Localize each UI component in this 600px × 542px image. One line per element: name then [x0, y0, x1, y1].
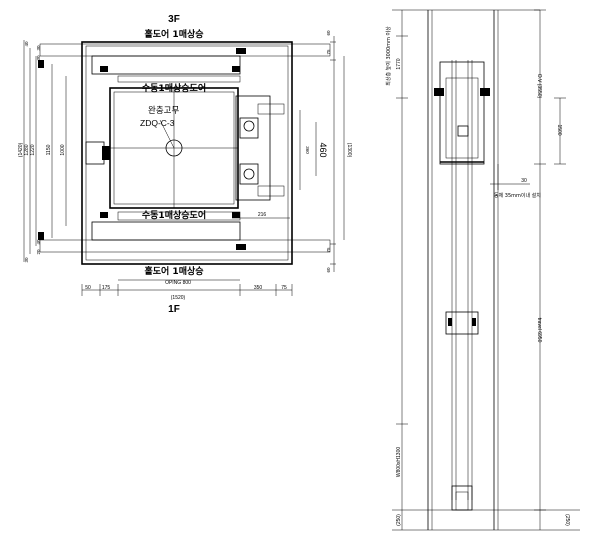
dim-30: 30 [521, 178, 527, 184]
guide-shoe-top [239, 117, 259, 139]
top-rope-hitch [457, 125, 469, 137]
left-dim-5: 1000 [60, 144, 66, 155]
right-small-1: 60 [326, 30, 331, 36]
dim-460: 460 [318, 142, 328, 157]
floor-top-label: 3F [168, 14, 180, 25]
travel-label: travel 6950 [536, 318, 542, 343]
right-small-3: 75 [326, 247, 331, 253]
dim-bottom-right: 75 [281, 285, 287, 291]
guide-shoe-bottom [239, 163, 259, 185]
left-small-3: 30 [36, 55, 41, 61]
stopper-note: 동체 35mm이내 설치 [494, 192, 541, 199]
car-frame-top [439, 61, 485, 165]
motor-block [102, 146, 110, 160]
bottom-left-bracket [100, 212, 108, 218]
top-shoe-left [434, 88, 444, 96]
buffer-model: ZDQ-C-3 [140, 118, 175, 128]
top-left-bracket [100, 66, 108, 72]
buffer-leader [159, 119, 175, 149]
dim-360: 360 [305, 146, 310, 154]
ov-label: O.V (3550) [536, 74, 542, 99]
right-small-2: 75 [326, 49, 331, 55]
hoistway-inner-wall [85, 45, 289, 261]
bottom-right-bracket [232, 212, 240, 218]
roller-top [243, 120, 255, 132]
left-small-5: 20 [36, 249, 41, 255]
right-bottom-anchor [236, 244, 246, 250]
left-dim-2: 1280 [24, 144, 30, 155]
buffer-label: 완충고무 [148, 106, 179, 116]
dim-bottom-left: 50 [85, 285, 91, 291]
opening-total-label: (1520) [171, 295, 186, 301]
floor-bottom-label: 1F [168, 304, 180, 315]
dim-bottom-350: 350 [254, 285, 263, 291]
plan-view: 3F 홀도어 1매상승 수동1매상승도어 완충고무 ZDQ-C-3 수동1매상승… [18, 14, 352, 315]
left-dim-3: 1220 [30, 144, 36, 155]
dim-216: 216 [258, 212, 267, 218]
rail-bracket-bottom [257, 185, 285, 197]
left-bottom-anchor [38, 232, 44, 240]
counterweight-block [85, 141, 105, 165]
top-hall-door [91, 55, 241, 75]
door-top-label: 홀도어 1매상승 [144, 28, 203, 40]
left-small-2: 30 [36, 45, 41, 51]
pit-right-dim: (250) [564, 514, 570, 526]
car-door-top-label: 수동1매상승도어 [142, 82, 206, 94]
right-top-anchor [236, 48, 246, 54]
rail-bracket-top [257, 103, 285, 115]
left-top-anchor [38, 60, 44, 68]
left-small-6: 30 [24, 257, 29, 263]
left-dim-4: 1150 [46, 144, 52, 155]
section-view: 최상층 높이 3000mm 이상 1770 O.V (3550) 1500 30… [385, 9, 580, 531]
door-bottom-label: 홀도어 1매상승 [144, 265, 203, 277]
dim-1300: (1300) [346, 143, 352, 158]
left-dim-1: (1420) [18, 142, 24, 157]
left-small-1: 40 [24, 41, 29, 47]
bottom-sill [39, 239, 331, 253]
car-frame-bottom [445, 311, 479, 335]
top-car-sill [117, 75, 241, 83]
dim-bottom-175: 175 [102, 285, 111, 291]
opening-label: OPING 800 [165, 280, 191, 286]
bottom-hall-door [91, 221, 241, 241]
dim-1500: 1500 [556, 124, 562, 135]
car-door-bottom-label: 수동1매상승도어 [142, 209, 206, 221]
top-note: 최상층 높이 3000mm 이상 [385, 26, 392, 86]
left-small-4: 40 [36, 239, 41, 245]
roller-bottom [243, 168, 255, 180]
pit-buffer [451, 485, 473, 511]
pit-left-dim: (250) [396, 514, 402, 526]
car-cabin-top [445, 77, 479, 159]
hoistway-wall [81, 41, 293, 265]
door-size: W800xH1300 [396, 447, 402, 478]
dim-1770: 1770 [396, 58, 402, 69]
top-shoe-right [480, 88, 490, 96]
buffer-circle [165, 139, 183, 157]
right-small-4: 60 [326, 267, 331, 273]
top-right-bracket [232, 66, 240, 72]
